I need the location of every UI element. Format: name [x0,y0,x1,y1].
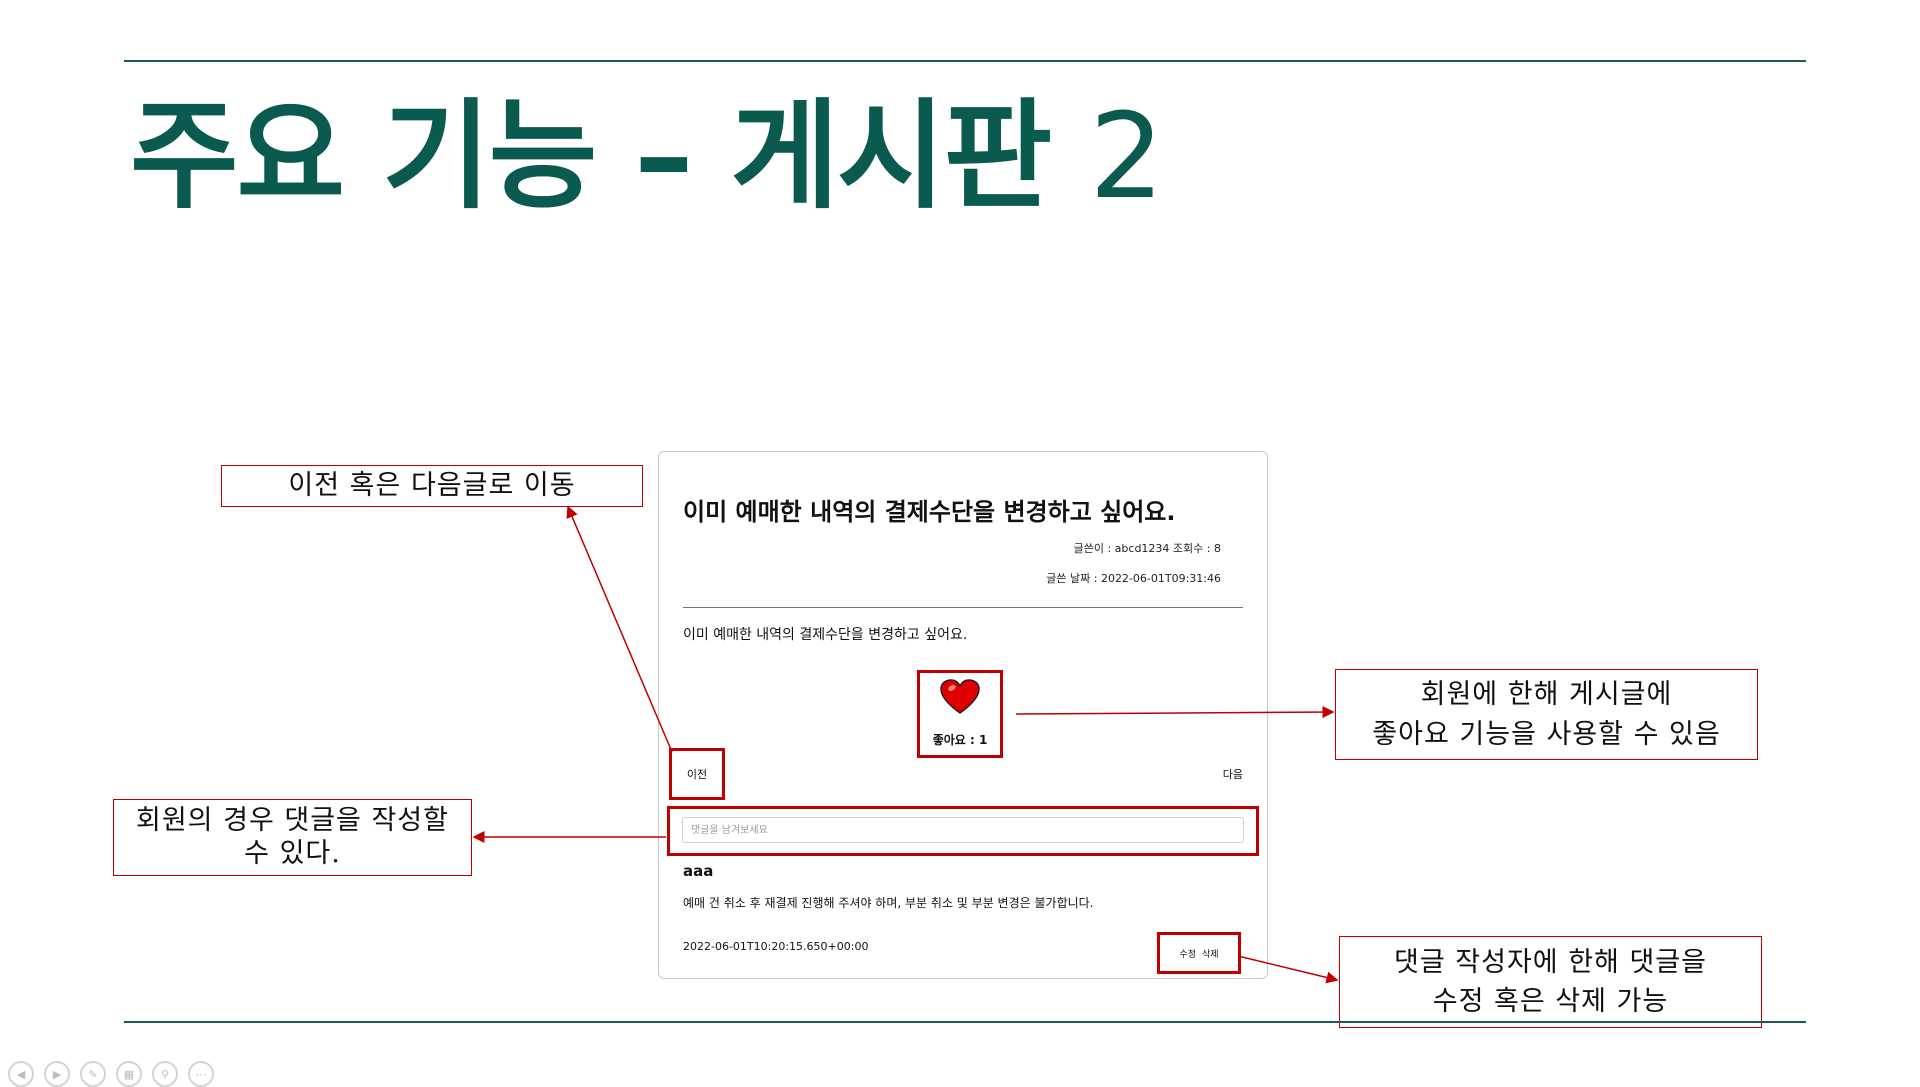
comment-edit-button[interactable]: 수정 [1179,949,1196,960]
post-card: 이미 예매한 내역의 결제수단을 변경하고 싶어요. 글쓴이 : abcd123… [658,451,1268,979]
comment-text: 예매 건 취소 후 재결제 진행해 주셔야 하며, 부분 취소 및 부분 변경은… [683,896,1094,910]
post-date: 글쓴 날짜 : 2022-06-01T09:31:46 [1046,572,1221,585]
callout-navigation: 이전 혹은 다음글로 이동 [221,465,643,507]
top-rule [124,60,1806,62]
next-icon[interactable]: ▶ [44,1061,70,1087]
like-button[interactable]: 좋아요 : 1 [917,670,1003,758]
callout-like-line2: 좋아요 기능을 사용할 수 있음 [1372,718,1721,750]
callout-like: 회원에 한해 게시글에 좋아요 기능을 사용할 수 있음 [1335,669,1758,760]
callout-edit-line1: 댓글 작성자에 한해 댓글을 [1394,946,1707,978]
callout-edit-line2: 수정 혹은 삭제 가능 [1432,986,1669,1017]
zoom-icon[interactable]: ⚲ [152,1061,178,1087]
slideshow-controls: ◀ ▶ ✎ ▦ ⚲ ⋯ [8,1061,214,1087]
post-author-views: 글쓴이 : abcd1234 조회수 : 8 [1073,542,1221,555]
like-count: 좋아요 : 1 [932,733,988,747]
comment-author: aaa [683,862,714,880]
post-title: 이미 예매한 내역의 결제수단을 변경하고 싶어요. [683,498,1176,526]
pen-icon[interactable]: ✎ [80,1061,106,1087]
callout-navigation-text: 이전 혹은 다음글로 이동 [288,470,576,502]
comment-input-frame [667,806,1259,856]
prev-post-button[interactable]: 이전 [669,748,725,800]
arrow-to-nav-callout [566,505,673,753]
slides-icon[interactable]: ▦ [116,1061,142,1087]
comment-input[interactable] [682,817,1244,843]
heart-icon[interactable] [940,679,980,715]
callout-like-line1: 회원에 한해 게시글에 [1420,679,1673,711]
callout-comment: 회원의 경우 댓글을 작성할 수 있다. [113,799,472,876]
more-icon[interactable]: ⋯ [188,1061,214,1087]
bottom-rule [124,1021,1806,1023]
callout-edit: 댓글 작성자에 한해 댓글을 수정 혹은 삭제 가능 [1339,936,1762,1028]
slide-title-main: 주요 기능 – 게시판 [130,87,1052,225]
comment-actions: 수정 삭제 [1157,932,1241,974]
next-post-button[interactable]: 다음 [1222,768,1243,781]
slide-title-number: 2 [1089,87,1164,225]
comment-timestamp: 2022-06-01T10:20:15.650+00:00 [683,940,869,953]
slide-title: 주요 기능 – 게시판 2 [130,91,1164,222]
post-body: 이미 예매한 내역의 결제수단을 변경하고 싶어요. [683,627,968,643]
card-divider [683,607,1243,608]
previous-icon[interactable]: ◀ [8,1061,34,1087]
comment-delete-button[interactable]: 삭제 [1202,949,1219,960]
callout-comment-line2: 수 있다. [244,837,341,869]
callout-comment-line1: 회원의 경우 댓글을 작성할 [136,805,449,837]
